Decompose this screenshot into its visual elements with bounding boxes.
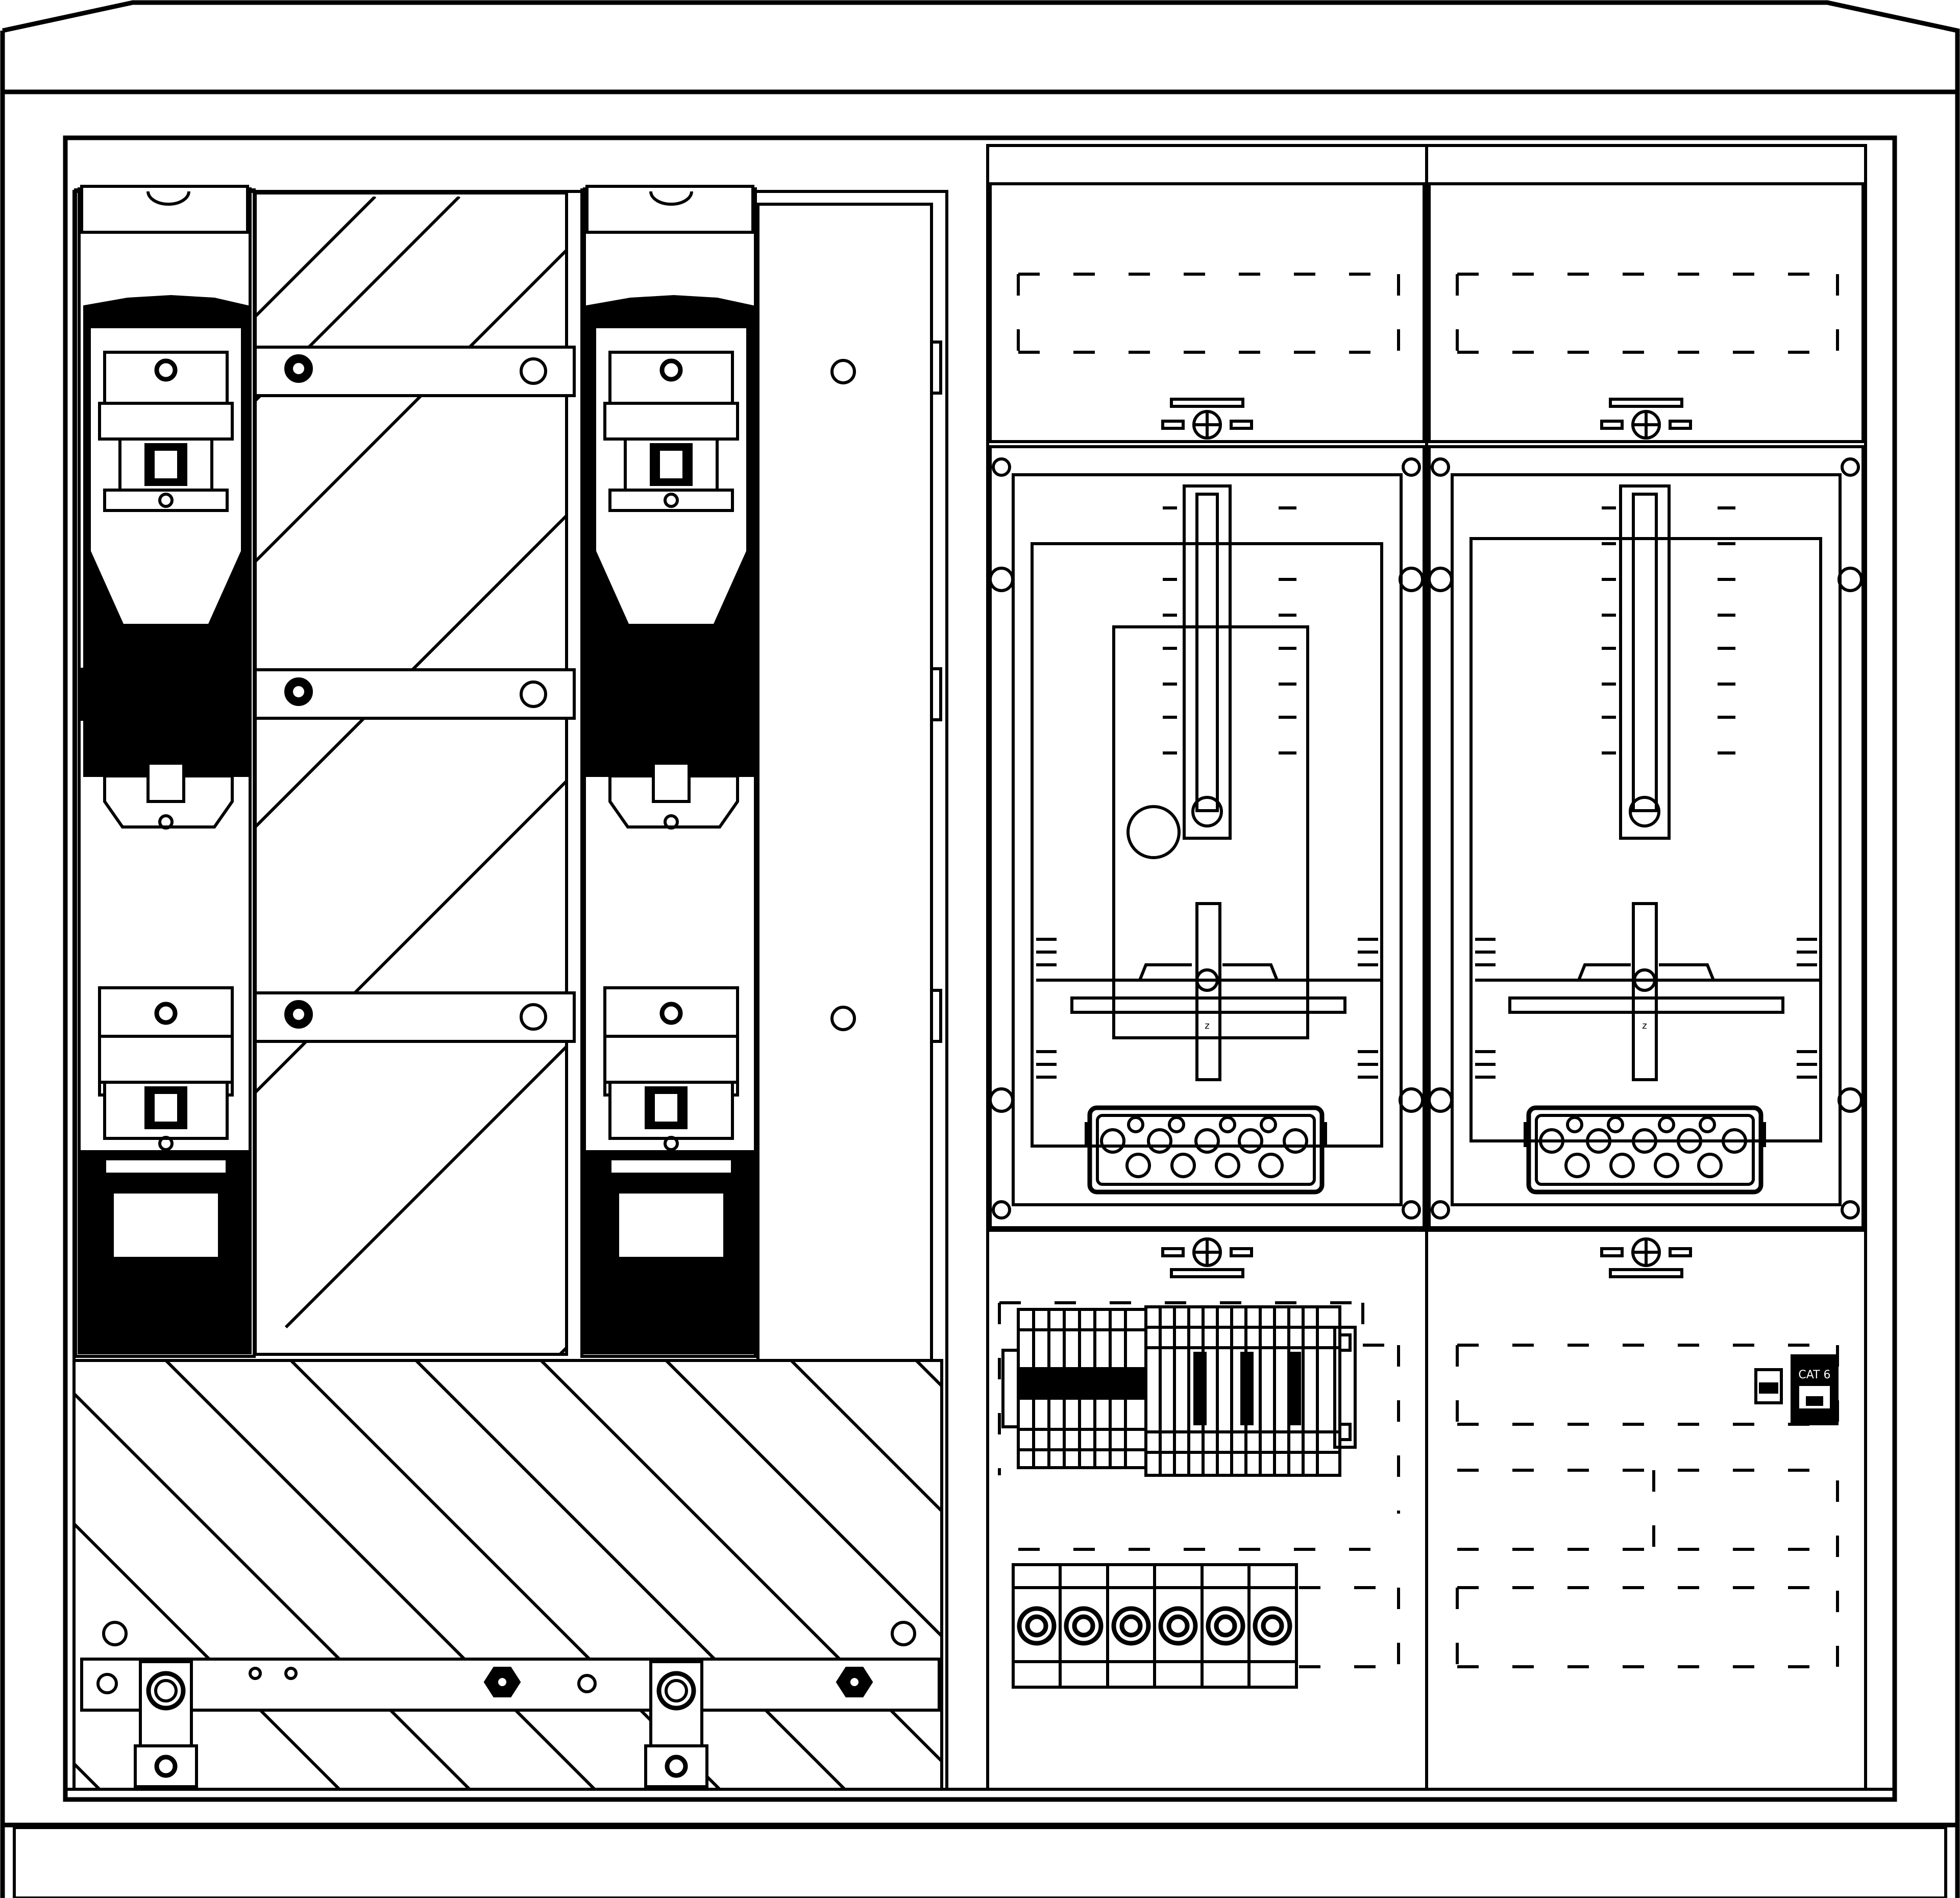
network-socket: CAT 6 [1791, 1354, 1839, 1425]
lower-hatched-panel [72, 1359, 943, 1791]
terminal-unit-2 [1064, 1606, 1104, 1646]
cat6-label: CAT 6 [1798, 1369, 1830, 1381]
terminal-unit-4 [1158, 1606, 1198, 1646]
fuse-switch-1 [78, 185, 252, 1354]
meter-bay-left: z [989, 445, 1426, 1229]
busbar-row-3 [254, 991, 576, 1043]
side-cover-plate [756, 203, 942, 1362]
network-compartment: CAT 6 [1456, 1237, 1840, 1668]
meter-marker-right: z [1642, 1020, 1647, 1031]
top-plate-right [1456, 273, 1840, 440]
terminal-unit-5 [1206, 1606, 1245, 1646]
fuse-terminal-row [1012, 1563, 1400, 1689]
busbar-row-1 [254, 346, 576, 397]
fuse-switch-2 [583, 185, 757, 1354]
terminal-unit-3 [1111, 1606, 1151, 1646]
busbar-compartment [72, 185, 948, 1791]
meter-bay-right: z [1428, 445, 1865, 1229]
top-plate-left [1017, 273, 1401, 440]
busbar-row-2 [254, 668, 576, 720]
terminal-compartment [988, 1229, 1866, 1551]
terminal-unit-6 [1253, 1606, 1292, 1646]
meter-marker-left: z [1205, 1020, 1209, 1031]
terminal-unit-1 [1017, 1606, 1057, 1646]
meter-cabinet: z [986, 144, 1867, 1791]
